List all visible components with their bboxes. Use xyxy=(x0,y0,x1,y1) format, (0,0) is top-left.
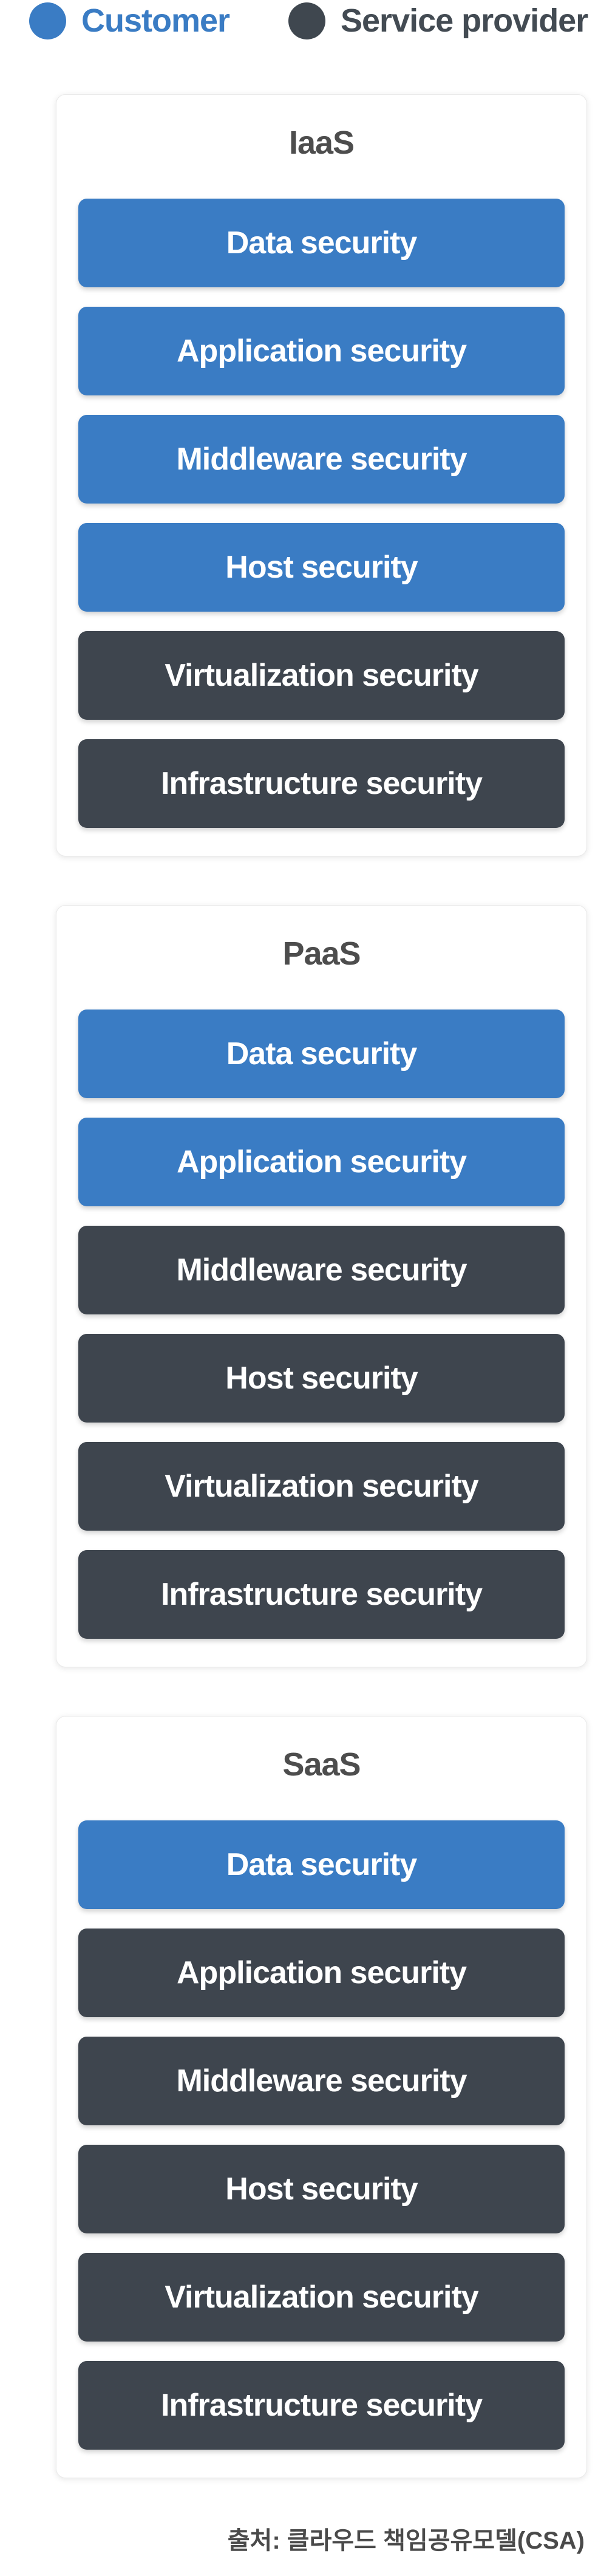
iaas-row-virtualization-security: Virtualization security xyxy=(78,631,565,720)
panel-saas: SaaS Data security Application security … xyxy=(56,1716,587,2478)
legend-label-service-provider: Service provider xyxy=(341,2,588,39)
panel-title-saas: SaaS xyxy=(282,1746,361,1783)
legend-item-service-provider: Service provider xyxy=(288,1,588,40)
legend-item-customer: Customer xyxy=(29,1,230,40)
paas-row-middleware-security: Middleware security xyxy=(78,1226,565,1314)
saas-row-middleware-security: Middleware security xyxy=(78,2037,565,2125)
paas-row-host-security: Host security xyxy=(78,1334,565,1423)
panel-iaas: IaaS Data security Application security … xyxy=(56,94,587,856)
service-provider-dot-icon xyxy=(288,2,325,39)
legend-label-customer: Customer xyxy=(81,2,230,39)
iaas-row-application-security: Application security xyxy=(78,307,565,395)
paas-row-application-security: Application security xyxy=(78,1118,565,1206)
iaas-row-middleware-security: Middleware security xyxy=(78,415,565,504)
saas-row-application-security: Application security xyxy=(78,1929,565,2017)
paas-row-virtualization-security: Virtualization security xyxy=(78,1442,565,1531)
customer-dot-icon xyxy=(29,2,66,39)
saas-row-virtualization-security: Virtualization security xyxy=(78,2253,565,2342)
iaas-row-host-security: Host security xyxy=(78,523,565,612)
iaas-row-infrastructure-security: Infrastructure security xyxy=(78,739,565,828)
iaas-row-data-security: Data security xyxy=(78,199,565,287)
saas-row-data-security: Data security xyxy=(78,1820,565,1909)
panel-paas: PaaS Data security Application security … xyxy=(56,905,587,1667)
panel-title-paas: PaaS xyxy=(282,935,361,972)
source-caption: 출처: 클라우드 책임공유모델(CSA) xyxy=(227,2527,585,2554)
saas-rows: Data security Application security Middl… xyxy=(78,1820,565,2469)
saas-row-infrastructure-security: Infrastructure security xyxy=(78,2361,565,2450)
paas-rows: Data security Application security Middl… xyxy=(78,1010,565,1658)
panel-title-iaas: IaaS xyxy=(288,125,355,161)
paas-row-infrastructure-security: Infrastructure security xyxy=(78,1550,565,1639)
saas-row-host-security: Host security xyxy=(78,2145,565,2233)
iaas-rows: Data security Application security Middl… xyxy=(78,199,565,847)
paas-row-data-security: Data security xyxy=(78,1010,565,1098)
